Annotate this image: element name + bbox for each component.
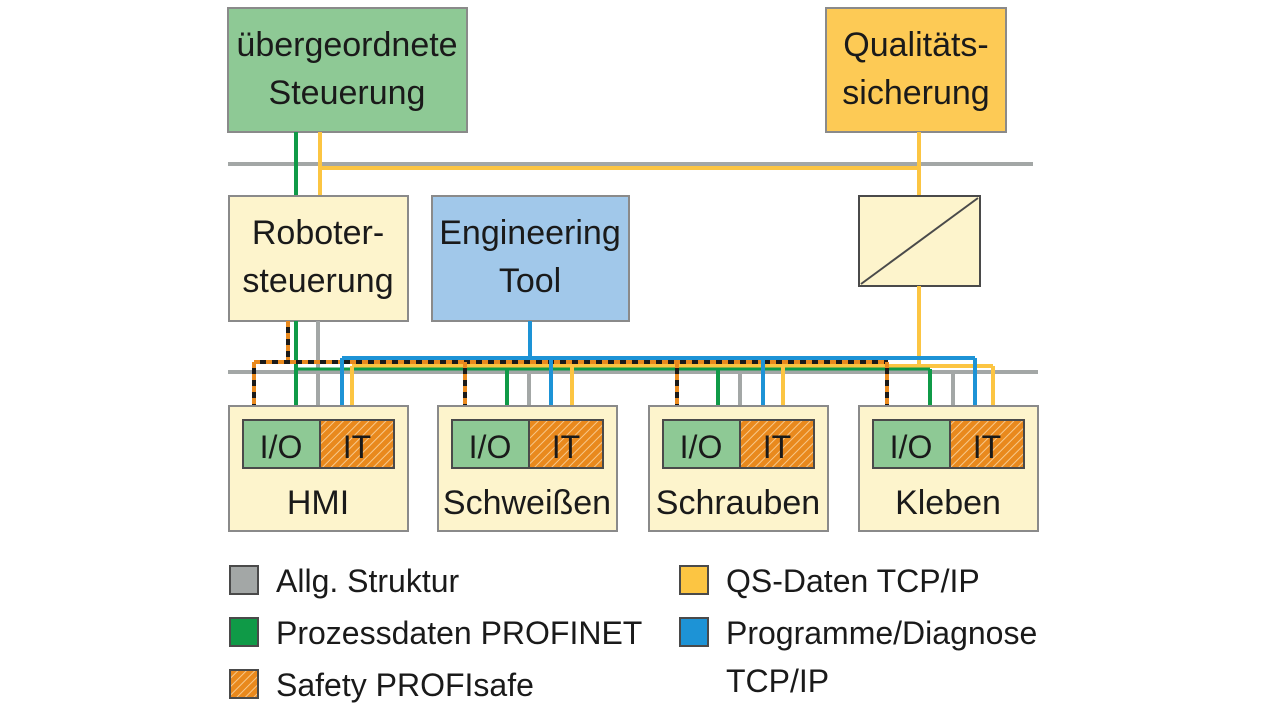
legend-item-yellow: QS-Daten TCP/IP	[679, 563, 980, 599]
io-label: I/O	[890, 429, 933, 465]
legend-swatch	[229, 565, 259, 595]
robot-control-box: Roboter- steuerung	[228, 195, 409, 322]
station-schrauben: I/O IT Schrauben	[648, 405, 829, 532]
engineering-tool-label-line1: Engineering	[439, 214, 620, 252]
engineering-tool-label-line2: Tool	[499, 262, 561, 300]
superior-control-label-line1: übergeordnete	[236, 26, 457, 64]
legend-item-safety: Safety PROFIsafe	[229, 667, 534, 703]
legend-swatch	[229, 617, 259, 647]
station-drops	[252, 358, 995, 406]
superior-control-box: übergeordnete Steuerung	[227, 7, 468, 133]
it-label: IT	[973, 429, 1001, 465]
it-block	[739, 419, 815, 469]
it-label: IT	[343, 429, 371, 465]
it-label: IT	[763, 429, 791, 465]
station-kleben: I/O IT Kleben	[858, 405, 1039, 532]
quality-assurance-box: Qualitäts- sicherung	[825, 7, 1007, 133]
engineering-tool-box: Engineering Tool	[431, 195, 630, 322]
legend-label-line1: Programme/Diagnose	[726, 615, 1037, 651]
legend-label: Allg. Struktur	[276, 563, 460, 599]
io-block	[662, 419, 741, 469]
legend-swatch	[679, 617, 709, 647]
legend-swatch	[679, 565, 709, 595]
legend-label: Safety PROFIsafe	[276, 667, 534, 703]
station-schweissen: I/O IT Schweißen	[437, 405, 618, 532]
quality-assurance-label-line2: sicherung	[842, 74, 989, 112]
io-label: I/O	[260, 429, 303, 465]
io-label: I/O	[469, 429, 512, 465]
it-block	[949, 419, 1025, 469]
bus-lines	[254, 356, 993, 371]
robot-control-label-line2: steuerung	[242, 262, 393, 300]
station-name: HMI	[287, 484, 349, 522]
gray-structure-lines	[228, 162, 1038, 374]
io-block	[451, 419, 530, 469]
it-block	[319, 419, 395, 469]
robot-control-label-line1: Roboter-	[252, 214, 384, 252]
legend-label: QS-Daten TCP/IP	[726, 563, 980, 599]
it-label: IT	[552, 429, 580, 465]
legend-label: Prozessdaten PROFINET	[276, 615, 642, 651]
station-hmi: I/O IT HMI	[228, 405, 409, 532]
it-block	[528, 419, 604, 469]
legend-swatch	[229, 669, 259, 699]
upper-connections	[294, 132, 921, 196]
legend-item-gray: Allg. Struktur	[229, 563, 460, 599]
station-name: Schrauben	[656, 484, 820, 522]
legend-label-line2: TCP/IP	[726, 663, 829, 699]
superior-control-label-line2: Steuerung	[269, 74, 426, 112]
station-name: Schweißen	[443, 484, 611, 522]
io-label: I/O	[680, 429, 723, 465]
legend-item-green: Prozessdaten PROFINET	[229, 615, 642, 651]
quality-assurance-label-line1: Qualitäts-	[843, 26, 989, 64]
converter-icon	[858, 195, 981, 287]
legend: Allg. Struktur Prozessdaten PROFINET Saf…	[229, 563, 1037, 703]
station-name: Kleben	[895, 484, 1001, 522]
legend-item-blue: Programme/Diagnose TCP/IP	[679, 615, 1037, 699]
